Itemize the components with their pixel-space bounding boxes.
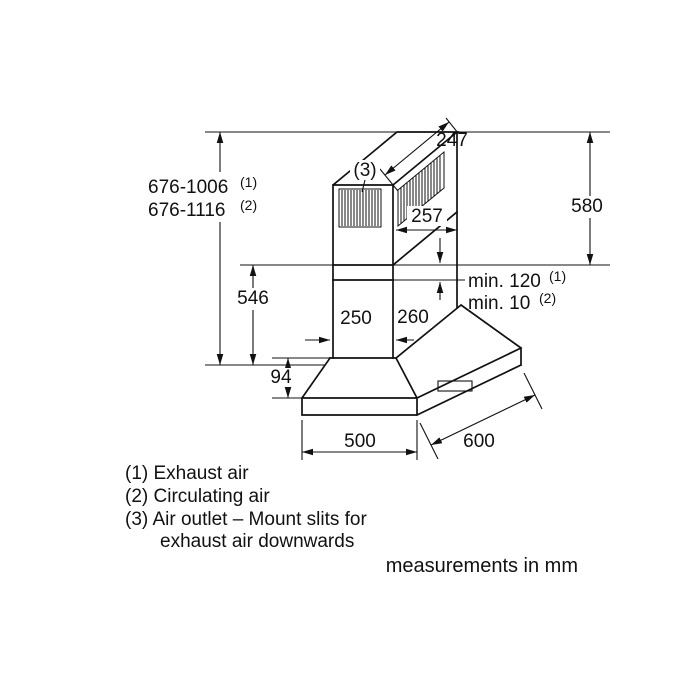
vent-slits-front bbox=[338, 188, 382, 228]
dim-label-250: 250 bbox=[340, 308, 372, 329]
dim-label-height-range-2: 676-1116 bbox=[148, 200, 225, 221]
dim-600 bbox=[430, 394, 536, 446]
side-slit-lines bbox=[400, 155, 441, 224]
dim-label-257: 257 bbox=[411, 206, 443, 227]
dim-label-247: 247 bbox=[436, 130, 468, 151]
dim-ref-height-range-2: (2) bbox=[240, 197, 257, 213]
dim-label-min-120: min. 120 bbox=[468, 271, 541, 292]
dim-label-94: 94 bbox=[270, 367, 292, 388]
dim-label-600: 600 bbox=[463, 431, 495, 452]
legend-air-outlet-line1: (3) Air outlet – Mount slits for bbox=[125, 509, 367, 530]
label-backgrounds bbox=[144, 160, 606, 387]
dim-label-height-range-1: 676-1006 bbox=[148, 177, 228, 198]
hood-body bbox=[300, 303, 523, 417]
chimney-outline bbox=[331, 131, 460, 359]
dim-label-500: 500 bbox=[344, 431, 376, 452]
dimension-labels: 247 (3) 676-1006 (1) 676-1116 (2) 580 25… bbox=[148, 130, 603, 452]
canopy-and-base bbox=[300, 303, 523, 417]
dim-ref-height-range-1: (1) bbox=[240, 174, 257, 190]
legend: (1) Exhaust air (2) Circulating air (3) … bbox=[125, 463, 578, 577]
legend-circulating-air: (2) Circulating air bbox=[125, 486, 270, 507]
dim-label-min-10: min. 10 bbox=[468, 293, 530, 314]
control-panel bbox=[437, 380, 473, 392]
legend-exhaust-air: (1) Exhaust air bbox=[125, 463, 249, 484]
dim-label-546: 546 bbox=[237, 288, 269, 309]
outlet-ref-label: (3) bbox=[353, 160, 376, 181]
dimension-lines bbox=[216, 121, 594, 456]
dim-ref-min-120: (1) bbox=[549, 268, 566, 284]
dim-label-580: 580 bbox=[571, 196, 603, 217]
dim-247 bbox=[384, 121, 450, 176]
legend-air-outlet-line2: exhaust air downwards bbox=[160, 531, 354, 552]
dim-label-260: 260 bbox=[397, 307, 429, 328]
dim-ref-min-10: (2) bbox=[539, 290, 556, 306]
units-note: measurements in mm bbox=[386, 555, 578, 577]
front-slit-lines bbox=[341, 190, 379, 226]
front-slit-frame bbox=[338, 188, 382, 228]
